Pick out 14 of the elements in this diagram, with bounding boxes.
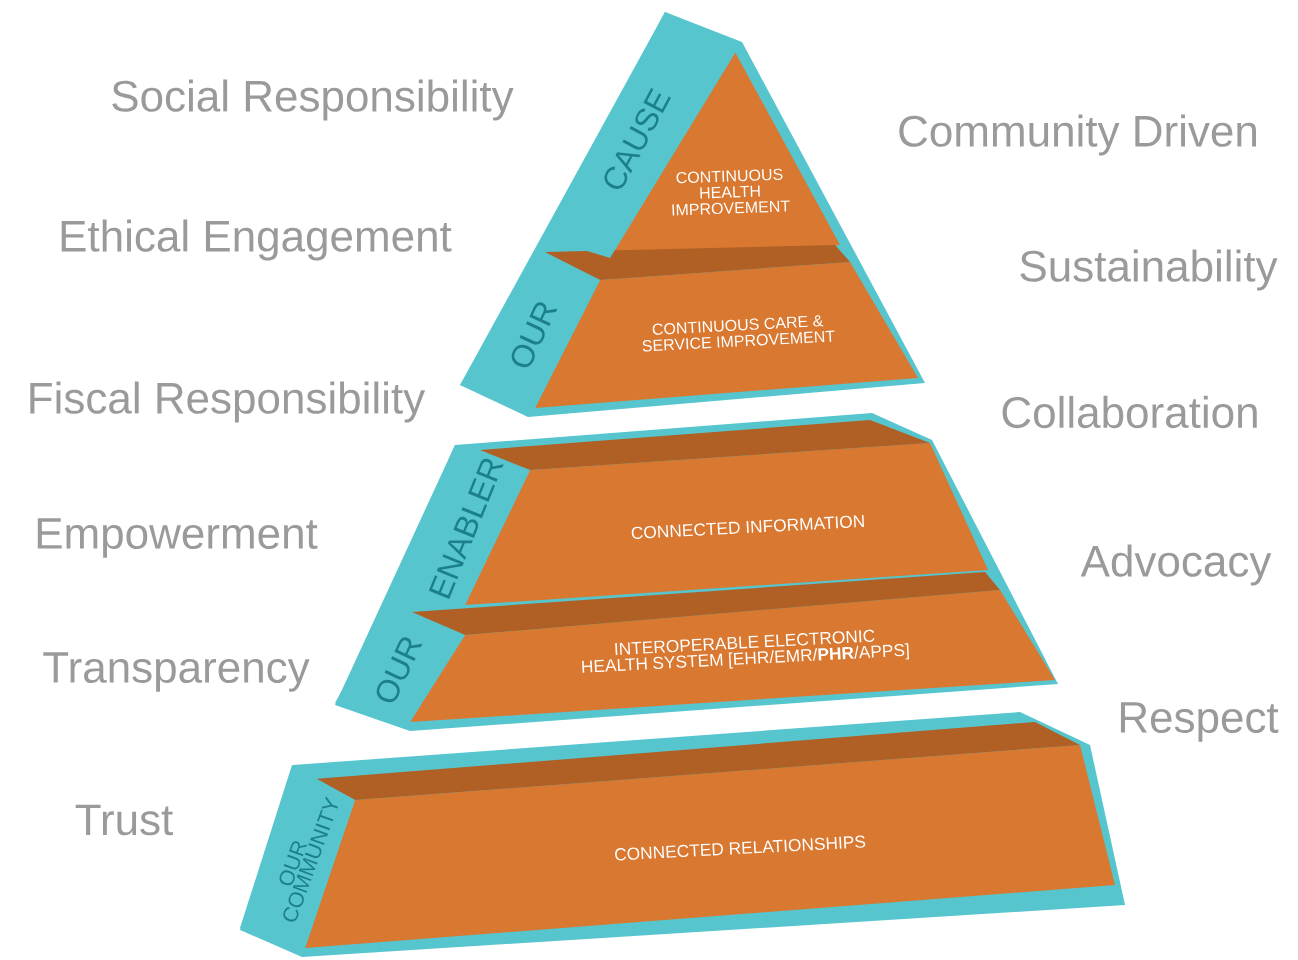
- value-word: Social Responsibility: [112, 79, 514, 121]
- value-word: Transparency: [43, 652, 310, 692]
- value-word: Ethical Engagement: [61, 219, 452, 261]
- value-word: Fiscal Responsibility: [30, 381, 426, 423]
- value-word: Collaboration: [1002, 395, 1257, 429]
- value-word: Sustainability: [1020, 249, 1278, 291]
- value-word: Respect: [1120, 702, 1279, 742]
- value-word: Empowerment: [37, 518, 318, 558]
- value-word: Trust: [75, 804, 173, 836]
- node-label: INTEROPERABLE ELECTRONIC HEALTH SYSTEM [EHR/EMR/PHR/APPS]: [582, 629, 910, 673]
- side-band: OUR: [335, 605, 465, 722]
- value-word: Community Driven: [899, 114, 1256, 156]
- value-word: Advocacy: [1080, 544, 1272, 586]
- side-band: OUR: [460, 252, 600, 408]
